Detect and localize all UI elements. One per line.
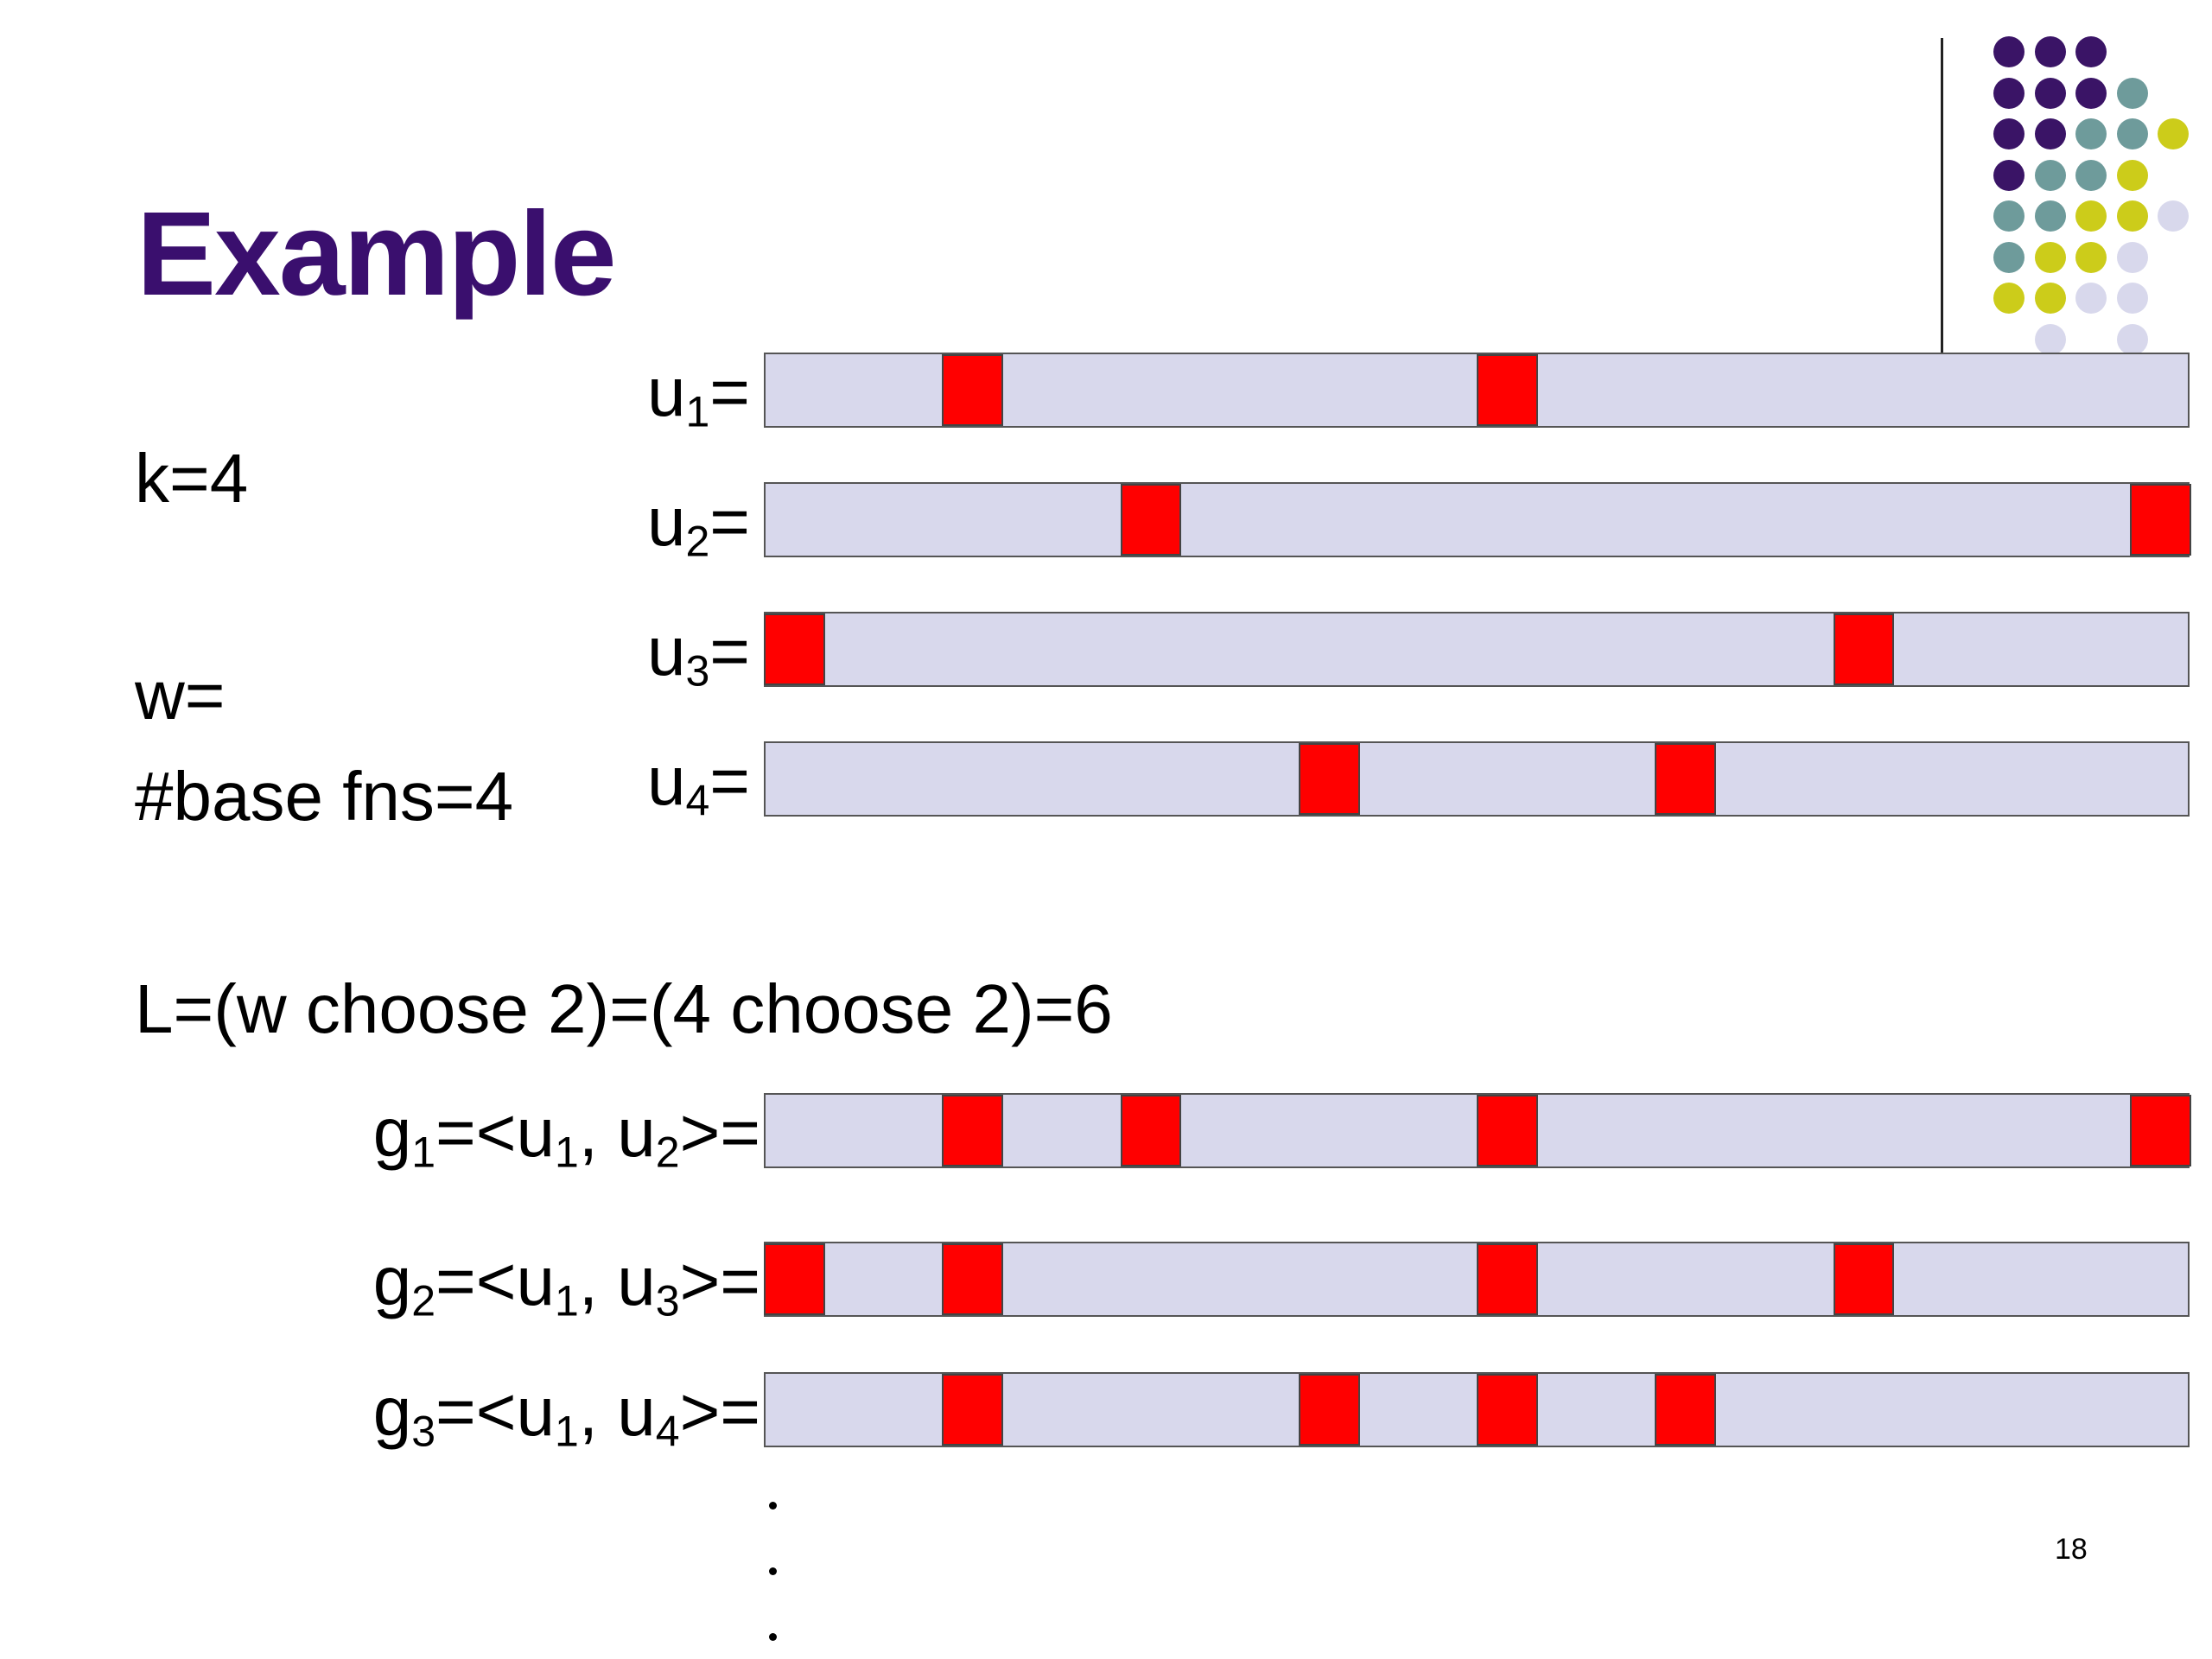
selected-cell (1477, 354, 1538, 426)
decor-dot (2116, 77, 2148, 109)
decor-dot (2075, 36, 2107, 67)
selected-cell (1655, 1374, 1716, 1446)
decor-dot (2116, 200, 2148, 232)
selected-cell (2130, 1095, 2191, 1166)
decor-dot (2075, 118, 2107, 149)
decor-dot (2034, 77, 2066, 109)
selected-cell (1477, 1374, 1538, 1446)
label-u2: u2= (646, 483, 750, 566)
slide-title: Example (137, 188, 617, 321)
decor-dot (2116, 283, 2148, 314)
param-w: w= (135, 657, 226, 734)
selected-cell (1477, 1243, 1538, 1315)
u2-bar (764, 482, 2191, 557)
label-g3: g3=<u1, u4>= (372, 1373, 760, 1456)
selected-cell (764, 1243, 825, 1315)
g3-bar (764, 1372, 2190, 1447)
selected-cell (942, 1095, 1003, 1166)
label-g2: g2=<u1, u3>= (372, 1243, 760, 1325)
selected-cell (1120, 484, 1182, 556)
decor-dot (2075, 283, 2107, 314)
u1-bar (764, 353, 2190, 428)
ellipsis-dot (769, 1633, 777, 1641)
decor-dot (1993, 36, 2024, 67)
selected-cell (942, 1374, 1003, 1446)
decor-dot (2034, 283, 2066, 314)
u4-bar (764, 741, 2190, 817)
ellipsis-dot (769, 1567, 777, 1575)
decor-dot (1993, 77, 2024, 109)
decor-dot (2075, 200, 2107, 232)
g1-bar (764, 1093, 2191, 1168)
selected-cell (1298, 743, 1360, 815)
decor-dot (2116, 118, 2148, 149)
decor-dot (2158, 118, 2189, 149)
ellipsis-dot (769, 1502, 777, 1510)
selected-cell (1298, 1374, 1360, 1446)
decor-dot (2158, 200, 2189, 232)
selected-cell (764, 613, 825, 685)
decor-dot (2034, 159, 2066, 191)
label-u1: u1= (646, 353, 750, 436)
label-u3: u3= (646, 613, 750, 696)
param-L: L=(w choose 2)=(4 choose 2)=6 (135, 970, 1113, 1047)
page-number: 18 (2055, 1533, 2088, 1566)
decor-dot (2034, 241, 2066, 273)
selected-cell (1833, 1243, 1895, 1315)
label-u4: u4= (646, 742, 750, 825)
param-k: k=4 (135, 440, 249, 517)
decor-dot (1993, 283, 2024, 314)
decor-dot (2075, 241, 2107, 273)
decor-dot (2034, 118, 2066, 149)
selected-cell (942, 1243, 1003, 1315)
decor-dot (2034, 323, 2066, 355)
selected-cell (1833, 613, 1895, 685)
selected-cell (1120, 1095, 1182, 1166)
g2-bar (764, 1242, 2190, 1317)
decor-dot (2075, 77, 2107, 109)
decor-dot (1993, 241, 2024, 273)
selected-cell (2130, 484, 2191, 556)
selected-cell (942, 354, 1003, 426)
decor-dot (2116, 323, 2148, 355)
param-base-fns: #base fns=4 (135, 758, 514, 835)
decor-dot (2034, 200, 2066, 232)
label-g1: g1=<u1, u2>= (372, 1094, 760, 1177)
decor-dot (2034, 36, 2066, 67)
decor-divider-line (1941, 38, 1943, 353)
decor-dot (2075, 159, 2107, 191)
selected-cell (1655, 743, 1716, 815)
decor-dot (2116, 241, 2148, 273)
decor-dot (1993, 159, 2024, 191)
u3-bar (764, 612, 2190, 687)
decor-dot (2116, 159, 2148, 191)
decor-dot (1993, 118, 2024, 149)
selected-cell (1477, 1095, 1538, 1166)
decor-dot (1993, 200, 2024, 232)
